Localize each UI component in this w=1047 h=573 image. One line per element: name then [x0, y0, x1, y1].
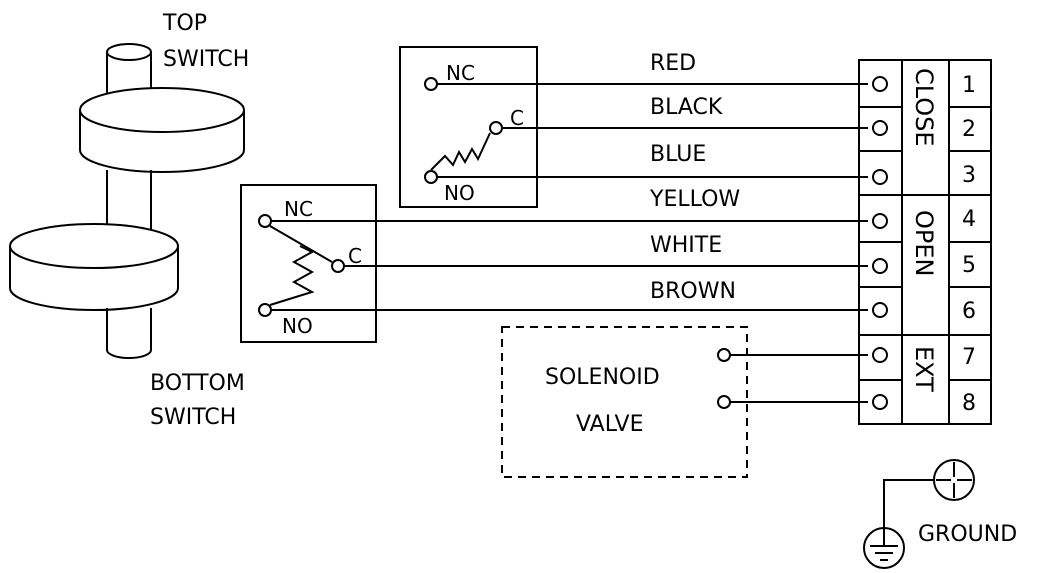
top-nc-label: NC [446, 61, 475, 85]
terminal-number-2: 2 [962, 117, 976, 142]
top-switch-label-2: SWITCH [163, 47, 249, 72]
group-label-ext: EXT [910, 346, 938, 392]
terminal-number-8: 8 [962, 391, 976, 416]
group-label-open: OPEN [910, 210, 938, 276]
solenoid-label-2: VALVE [576, 412, 643, 437]
wire-label-red: RED [650, 51, 696, 76]
terminal-number-5: 5 [962, 253, 976, 278]
ground-label: GROUND [918, 522, 1017, 547]
wire-label-brown: BROWN [650, 279, 736, 304]
group-label-close: CLOSE [910, 68, 938, 147]
wire-label-yellow: YELLOW [649, 187, 740, 212]
top-c-label: C [510, 106, 524, 130]
terminal-number-7: 7 [962, 345, 976, 370]
solenoid-valve-box [501, 326, 868, 478]
bottom-nc-label: NC [284, 197, 313, 221]
terminal-number-3: 3 [962, 163, 976, 188]
bottom-switch-label-2: SWITCH [150, 405, 236, 430]
bottom-switch-box [240, 184, 868, 343]
top-switch-box [399, 46, 868, 208]
terminal-number-4: 4 [962, 207, 976, 232]
wire-label-white: WHITE [650, 233, 722, 258]
bottom-no-label: NO [282, 314, 313, 338]
terminal-block [858, 59, 992, 425]
solenoid-label-1: SOLENOID [545, 365, 660, 390]
bottom-switch-label-1: BOTTOM [150, 371, 245, 396]
terminal-number-6: 6 [962, 299, 976, 324]
ground-symbol [863, 459, 975, 569]
top-no-label: NO [444, 181, 475, 205]
bottom-c-label: C [348, 244, 362, 268]
top-switch-label-1: TOP [162, 11, 207, 36]
terminal-number-1: 1 [962, 73, 976, 98]
wire-label-black: BLACK [650, 95, 723, 120]
limit-switch-illustration [9, 43, 245, 359]
wire-label-blue: BLUE [650, 142, 706, 167]
